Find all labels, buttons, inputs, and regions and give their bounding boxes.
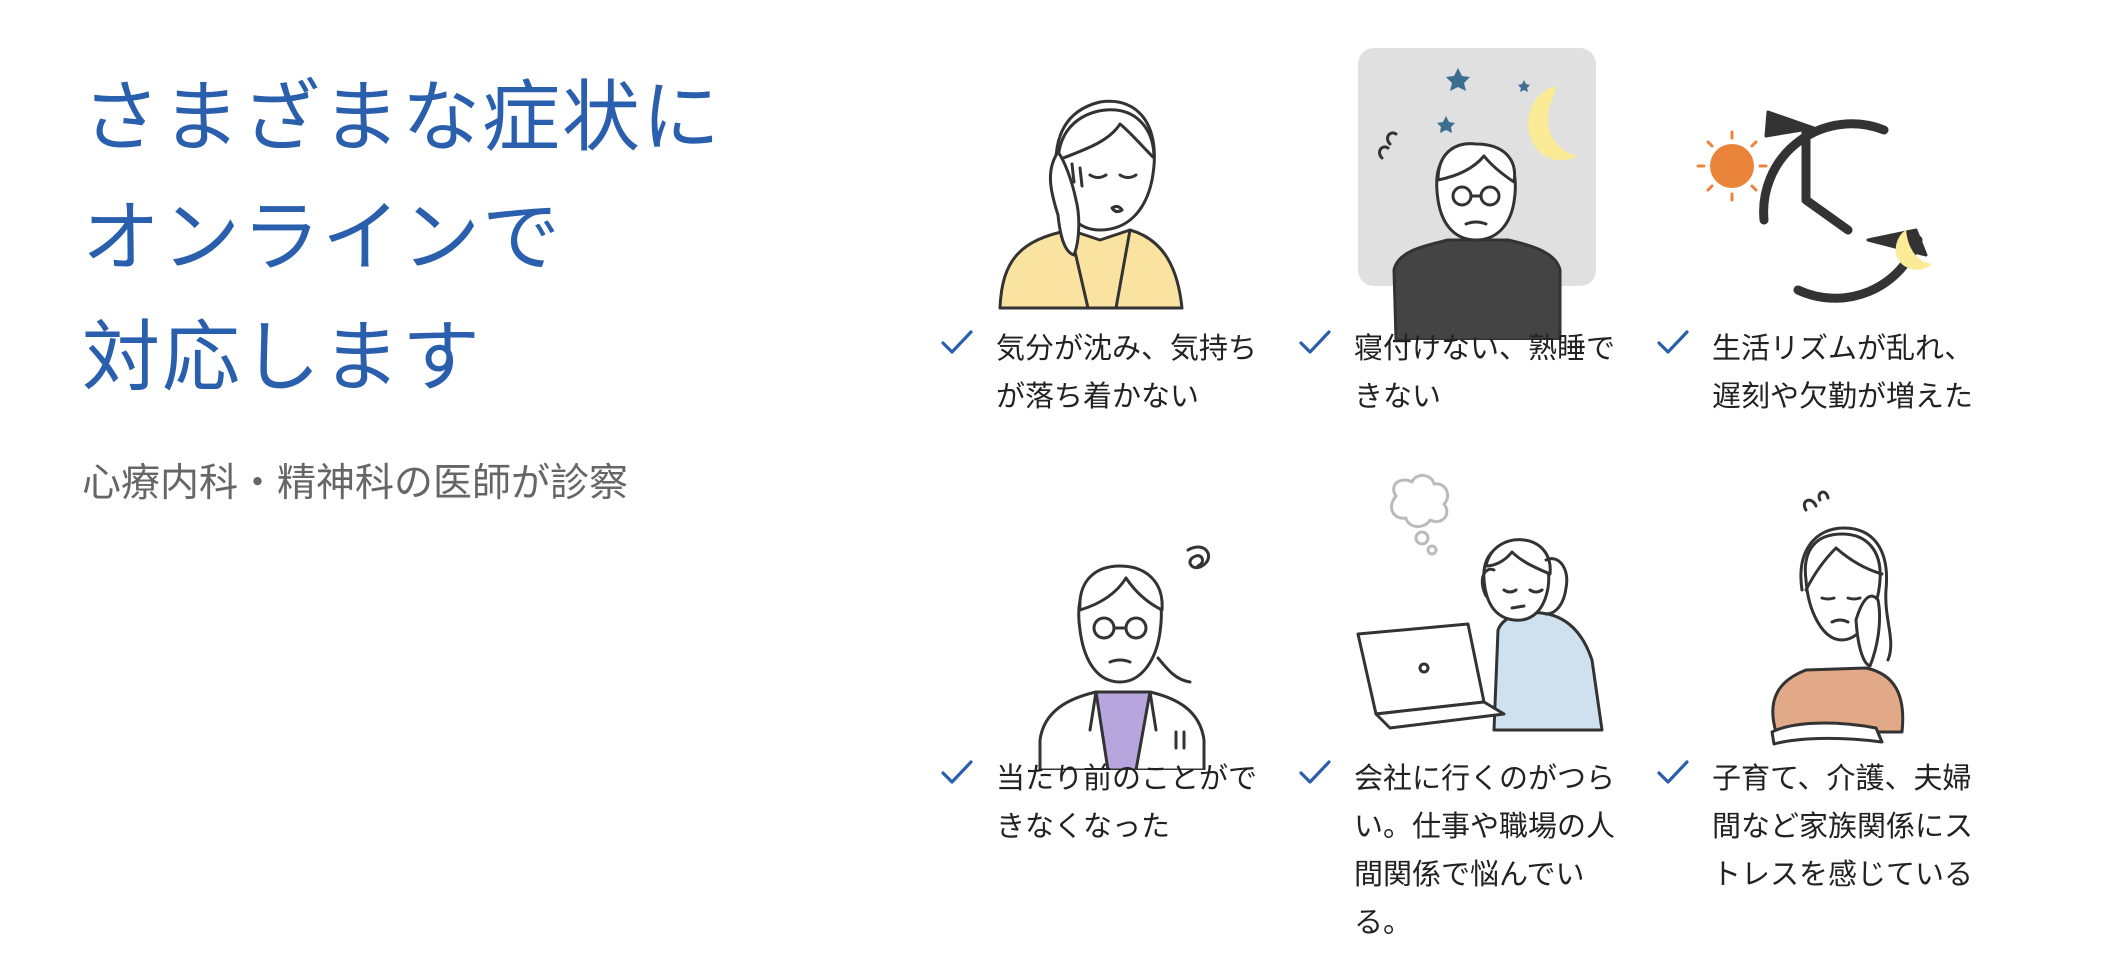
symptom-text: 当たり前のことができなくなった — [996, 761, 1258, 843]
checkmark-icon — [1656, 758, 1712, 804]
checkmark-icon — [1656, 328, 1712, 374]
symptom-text: 気分が沈み、気持ちが落ち着かない — [996, 331, 1258, 413]
symptom-caption: 子育て、介護、夫婦間など家族関係にストレスを感じている — [1656, 754, 1974, 898]
checkmark-icon — [940, 758, 996, 804]
symptom-caption: 会社に行くのがつらい。仕事や職場の人間関係で悩んでいる。 — [1298, 754, 1616, 946]
hero-subtitle: 心療内科・精神科の医師が診察 — [82, 461, 629, 506]
symptom-card-4: 当たり前のことができなくなった — [940, 470, 1298, 950]
stressed-worker-at-laptop-icon — [1298, 470, 1656, 770]
sleepless-person-night-icon — [1298, 40, 1656, 340]
symptom-caption: 当たり前のことができなくなった — [940, 754, 1258, 850]
hero-title-line-1: さまざまな症状に — [82, 73, 723, 163]
checkmark-icon — [1298, 328, 1354, 374]
symptom-text: 寝付けない、熟睡できない — [1354, 331, 1616, 413]
worried-woman-arms-folded-icon — [1656, 470, 2014, 770]
hero-title: さまざまな症状に オンラインで 対応します — [82, 58, 842, 418]
symptom-caption: 気分が沈み、気持ちが落ち着かない — [940, 324, 1258, 420]
symptom-card-2: 寝付けない、熟睡できない — [1298, 40, 1656, 470]
symptom-card-5: 会社に行くのがつらい。仕事や職場の人間関係で悩んでいる。 — [1298, 470, 1656, 950]
symptom-card-6: 子育て、介護、夫婦間など家族関係にストレスを感じている — [1656, 470, 2014, 950]
symptom-caption: 寝付けない、熟睡できない — [1298, 324, 1616, 420]
tired-person-holding-cheek-icon — [940, 40, 1298, 340]
day-night-clock-icon — [1656, 40, 2014, 340]
confused-woman-with-glasses-icon — [940, 470, 1298, 770]
symptom-text: 生活リズムが乱れ、遅刻や欠勤が増えた — [1712, 331, 1974, 413]
symptom-caption: 生活リズムが乱れ、遅刻や欠勤が増えた — [1656, 324, 1974, 420]
hero-title-line-2: オンラインで — [82, 193, 563, 283]
hero-title-line-3: 対応します — [82, 313, 483, 403]
symptom-grid: 気分が沈み、気持ちが落ち着かない 寝付けない、熟睡できな — [940, 40, 2040, 950]
checkmark-icon — [1298, 758, 1354, 804]
symptom-text: 子育て、介護、夫婦間など家族関係にストレスを感じている — [1712, 761, 1974, 891]
symptom-card-1: 気分が沈み、気持ちが落ち着かない — [940, 40, 1298, 470]
symptom-text: 会社に行くのがつらい。仕事や職場の人間関係で悩んでいる。 — [1354, 761, 1616, 939]
checkmark-icon — [940, 328, 996, 374]
symptom-card-3: 生活リズムが乱れ、遅刻や欠勤が増えた — [1656, 40, 2014, 470]
hero-section: さまざまな症状に オンラインで 対応します 心療内科・精神科の医師が診察 — [82, 58, 842, 510]
